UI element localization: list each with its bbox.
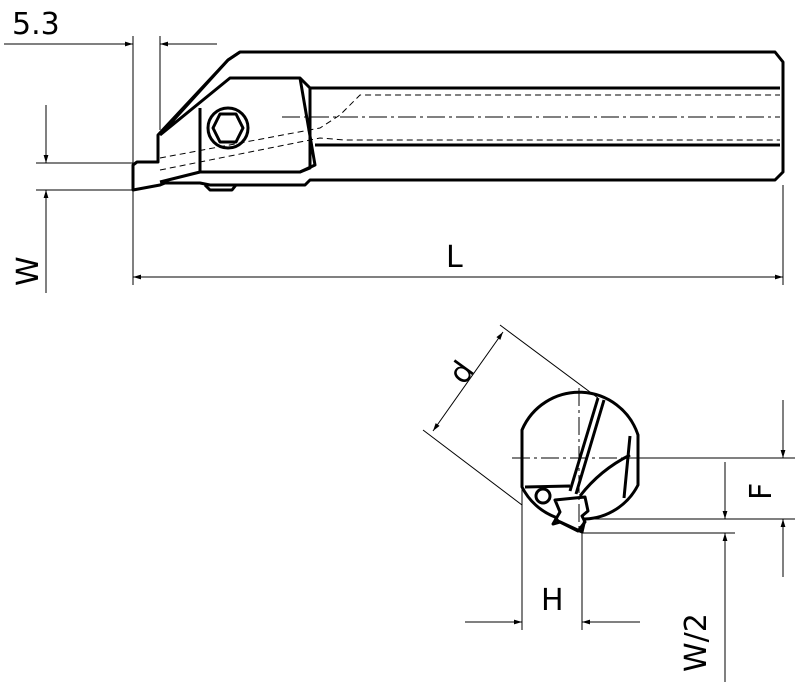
coolant-hole <box>534 487 552 505</box>
extension-line <box>499 324 599 399</box>
extension-line <box>422 429 523 506</box>
screw-head <box>206 106 250 150</box>
dim-label-height: H <box>541 583 564 618</box>
clamp-foot <box>203 183 238 192</box>
dim-label-f: F <box>744 483 779 500</box>
flute <box>524 397 632 499</box>
end-view: d F W/2 H <box>422 324 795 682</box>
hex-socket-icon <box>211 112 245 144</box>
holder-outline <box>131 50 785 192</box>
dim-label-length: L <box>446 240 463 275</box>
side-view: 5.3 W L <box>4 7 785 293</box>
insert-tip <box>551 495 590 533</box>
dimension-line <box>432 331 504 432</box>
dim-label-half-width: W/2 <box>679 613 714 672</box>
dim-label-width: W <box>11 256 46 286</box>
clamp-head <box>198 77 780 174</box>
bar-outline <box>520 390 640 534</box>
dim-label-diameter: d <box>442 355 482 391</box>
dim-label-offset: 5.3 <box>12 7 60 42</box>
hidden-coolant-line <box>159 94 780 171</box>
